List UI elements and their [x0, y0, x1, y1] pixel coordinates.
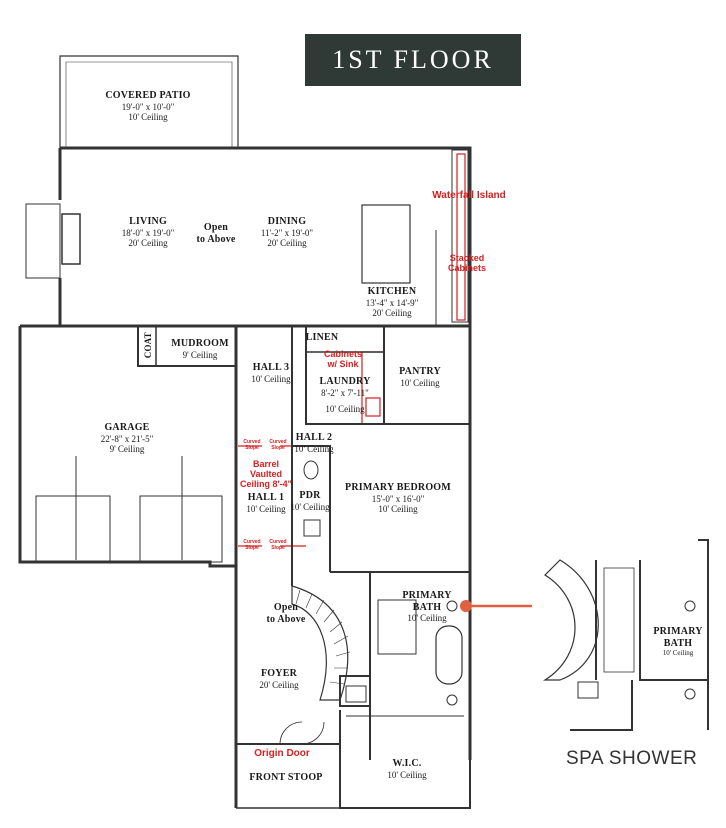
room-ceiling: 10' Ceiling	[400, 377, 440, 388]
note-line3: Ceiling 8'-4"	[240, 478, 292, 489]
room-dims: 19'-0" x 10'-0"	[121, 101, 175, 112]
living-dining-kitchen-walls	[60, 146, 472, 325]
room-name: PANTRY	[399, 366, 441, 377]
room-name: DINING	[267, 216, 307, 227]
room-name: FOYER	[261, 668, 297, 679]
room-name: PRIMARY BEDROOM	[345, 482, 451, 493]
waterfall-island	[361, 204, 411, 284]
room-ceiling: 10' Ceiling	[246, 503, 286, 514]
room-ceiling: 20' Ceiling	[372, 307, 412, 318]
open-line2: to Above	[266, 613, 306, 625]
room-name-1: PRIMARY	[402, 590, 452, 601]
room-name: COVERED PATIO	[105, 90, 191, 101]
room-name: W.I.C.	[392, 758, 422, 769]
room-ceiling: 20' Ceiling	[259, 679, 299, 690]
room-ceiling: 9' Ceiling	[182, 349, 218, 360]
spa-stair	[542, 559, 599, 681]
room-name: HALL 3	[252, 362, 290, 373]
room-dims: 8'-2" x 7'-11"	[321, 387, 369, 398]
note-curved-slope-3: Curved Slope	[243, 539, 261, 551]
room-ceiling: 10' Ceiling	[378, 503, 418, 514]
covered-patio-outline	[59, 55, 239, 148]
room-pdr: PDR 10' Ceiling	[286, 490, 334, 512]
room-garage: GARAGE 22'-8" x 21'-5" 9' Ceiling	[84, 422, 170, 454]
room-ceiling: 10' Ceiling	[407, 613, 447, 623]
note-line2: Vaulted	[249, 468, 282, 479]
room-pantry: PANTRY 10' Ceiling	[390, 366, 450, 388]
room-laundry: LAUNDRY 8'-2" x 7'-11" 10' Ceiling	[308, 376, 382, 414]
room-dims: 13'-4" x 14'-9"	[365, 297, 419, 308]
note-line1: Barrel	[252, 459, 279, 469]
room-wic: W.I.C. 10' Ceiling	[372, 758, 442, 780]
room-coat: COAT	[142, 332, 153, 359]
room-mudroom: MUDROOM 9' Ceiling	[160, 338, 240, 360]
room-front-stoop: FRONT STOOP	[249, 772, 323, 783]
room-dining: DINING 11'-2" x 19'-0" 20' Ceiling	[240, 216, 334, 248]
room-dims: 15'-0" x 16'-0"	[371, 493, 425, 504]
note-waterfall-island: Waterfall Island	[432, 190, 506, 201]
note-origin-door: Origin Door	[254, 748, 310, 759]
note-stacked-cabinets: Stacked Cabinets	[444, 253, 490, 274]
room-primary-bath: PRIMARY BATH 10' Ceiling	[392, 590, 462, 623]
room-ceiling: 10' Ceiling	[662, 649, 694, 657]
room-foyer: FOYER 20' Ceiling	[244, 668, 314, 690]
note-curved-slope-1: Curved Slope	[243, 439, 261, 451]
room-name-2: BATH	[412, 601, 442, 613]
room-dims: 22'-8" x 21'-5"	[100, 433, 154, 444]
room-name: PDR	[299, 490, 321, 501]
note-line1: Stacked	[449, 253, 485, 263]
room-covered-patio: COVERED PATIO 19'-0" x 10'-0" 10' Ceilin…	[78, 90, 218, 122]
room-name: MUDROOM	[171, 338, 229, 349]
room-kitchen: KITCHEN 13'-4" x 14'-9" 20' Ceiling	[350, 286, 434, 318]
note-curved-slope-4: Curved Slope	[269, 539, 287, 551]
room-name-2: BATH	[663, 637, 693, 649]
room-name: LAUNDRY	[319, 376, 371, 387]
room-ceiling: 20' Ceiling	[267, 237, 307, 248]
room-ceiling: 9' Ceiling	[109, 443, 145, 454]
room-name: KITCHEN	[367, 286, 417, 297]
room-hall2: HALL 2 10' Ceiling	[288, 432, 340, 454]
room-ceiling: 10' Ceiling	[325, 403, 365, 414]
room-hall3: HALL 3 10' Ceiling	[236, 362, 306, 384]
room-name: GARAGE	[104, 422, 150, 433]
room-living: LIVING 18'-0" x 19'-0" 20' Ceiling	[98, 216, 198, 248]
room-ceiling: 10' Ceiling	[387, 769, 427, 780]
spa-shower-title: SPA SHOWER	[566, 748, 698, 769]
room-name-1: PRIMARY	[653, 626, 703, 637]
open-line1: Open	[273, 602, 299, 613]
room-name: HALL 2	[295, 432, 333, 443]
note-cabinets-sink: Cabinets w/ Sink	[318, 349, 368, 370]
note-barrel-vaulted: Barrel Vaulted Ceiling 8'-4"	[236, 459, 296, 490]
curved-staircase	[291, 585, 349, 701]
spa-primary-bath: PRIMARY BATH 10' Ceiling	[646, 626, 710, 657]
room-dims: 11'-2" x 19'-0"	[260, 227, 314, 238]
room-ceiling: 10' Ceiling	[290, 501, 330, 512]
room-name: LIVING	[129, 216, 167, 227]
open-line1: Open	[203, 222, 229, 233]
open-line2: to Above	[196, 233, 236, 245]
page-title: 1ST FLOOR	[305, 34, 521, 86]
room-dims: 18'-0" x 19'-0"	[121, 227, 175, 238]
room-primary-bedroom: PRIMARY BEDROOM 15'-0" x 16'-0" 10' Ceil…	[334, 482, 462, 514]
room-hall1: HALL 1 10' Ceiling	[236, 492, 296, 514]
room-ceiling: 10' Ceiling	[251, 373, 291, 384]
room-ceiling: 10' Ceiling	[294, 443, 334, 454]
note-line1: Cabinets	[323, 349, 362, 359]
room-ceiling: 20' Ceiling	[128, 237, 168, 248]
open-to-above-foyer: Open to Above	[254, 602, 318, 625]
room-name: HALL 1	[247, 492, 285, 503]
note-line2: Cabinets	[447, 262, 486, 273]
note-line2: w/ Sink	[327, 358, 359, 369]
room-linen: LINEN	[305, 332, 339, 343]
note-curved-slope-2: Curved Slope	[269, 439, 287, 451]
open-to-above-living: Open to Above	[186, 222, 246, 245]
room-ceiling: 10' Ceiling	[128, 111, 168, 122]
